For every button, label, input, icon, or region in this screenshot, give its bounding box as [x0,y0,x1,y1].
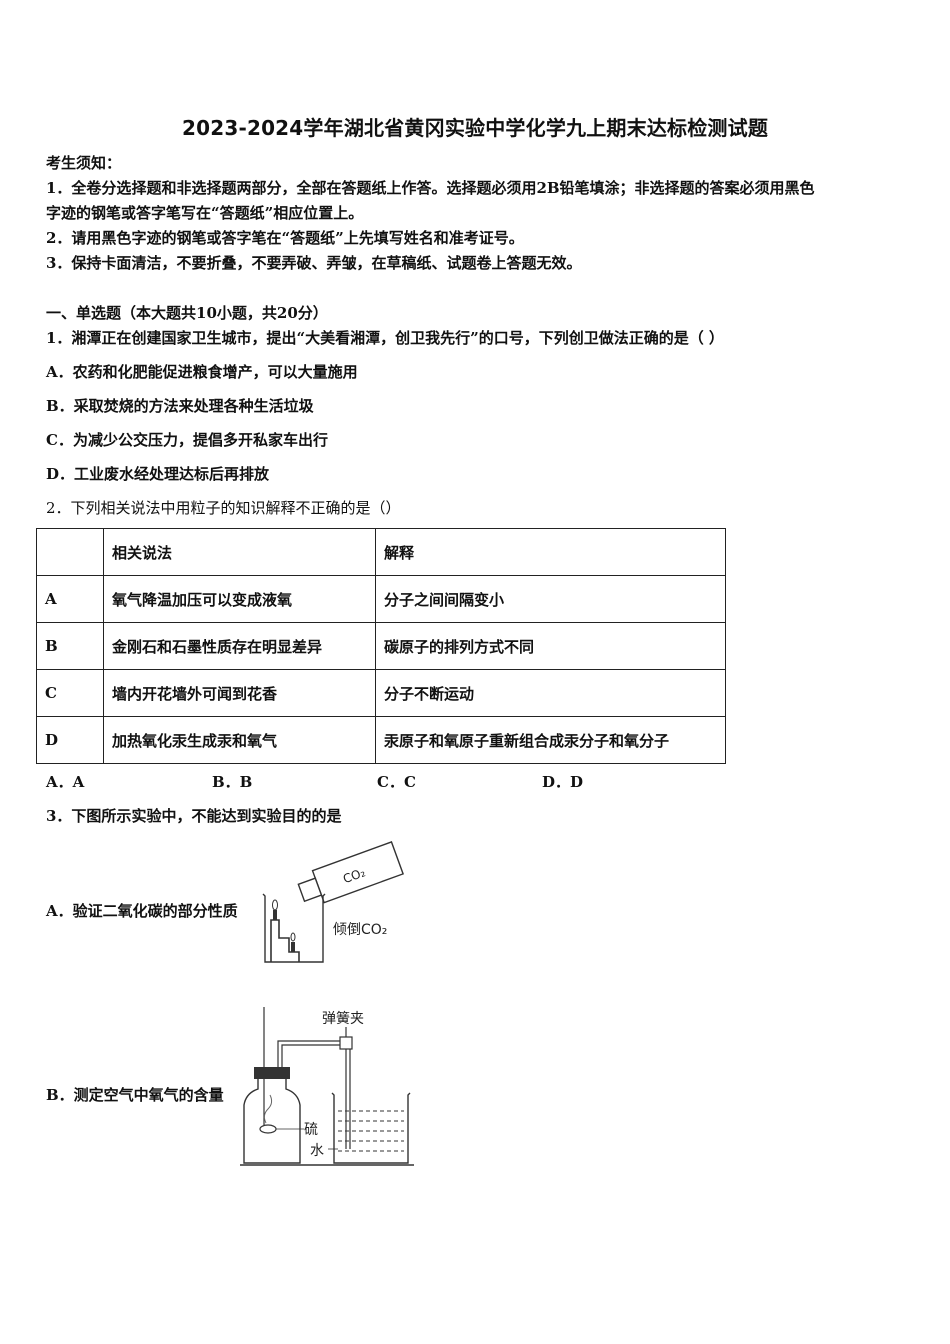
q2-option-c: C．C [377,773,416,791]
table-row: C 墙内开花墙外可闻到花香 分子不断运动 [36,669,726,717]
water-beaker [331,1092,411,1164]
combustion-spoon-icon [259,1124,277,1134]
table-cell: 加热氧化汞生成汞和氧气 [103,716,376,764]
table-cell: C [36,669,104,717]
table-cell: 分子之间间隔变小 [375,575,726,623]
table-row: A 氧气降温加压可以变成液氧 分子之间间隔变小 [36,575,726,623]
rubber-stopper [254,1067,290,1079]
table-header-row: 相关说法 解释 [36,528,726,576]
notice-item-1-cont: 字迹的钢笔或答字笔写在“答题纸”相应位置上。 [46,204,364,222]
notice-item-2: 2．请用黑色字迹的钢笔或答字笔在“答题纸”上先填写姓名和准考证号。 [46,229,524,247]
section-heading: 一、单选题（本大题共10小题，共20分） [46,304,328,322]
notice-item-3: 3．保持卡面清洁，不要折叠，不要弄破、弄皱，在草稿纸、试题卷上答题无效。 [46,254,582,272]
table-cell: A [36,575,104,623]
page-title: 2023-2024学年湖北省黄冈实验中学化学九上期末达标检测试题 [181,116,769,140]
table-cell: 分子不断运动 [375,669,726,717]
q1-option-b: B．采取焚烧的方法来处理各种生活垃圾 [46,397,314,415]
smoke-icon [263,1094,273,1124]
table-row: D 加热氧化汞生成汞和氧气 汞原子和氧原子重新组合成汞分子和氧分子 [36,716,726,764]
table-cell: 汞原子和氧原子重新组合成汞分子和氧分子 [375,716,726,764]
q1-option-c: C．为减少公交压力，提倡多开私家车出行 [46,431,328,449]
q1-option-d: D．工业废水经处理达标后再排放 [46,465,270,483]
co2-bottle: CO₂ [297,841,404,904]
table-cell: B [36,622,104,670]
table-cell: 碳原子的排列方式不同 [375,622,726,670]
q3-option-a: A．验证二氧化碳的部分性质 [46,902,238,920]
clamp-label: 弹簧夹 [322,1011,364,1027]
notice-heading: 考生须知： [46,154,122,172]
co2-pouring-figure: CO₂ 倾倒CO₂ [262,841,404,963]
table-cell: D [36,716,104,764]
spring-clamp-icon [339,1036,353,1050]
upper-candle-icon [273,910,277,920]
q2-option-d: D．D [542,773,584,791]
q3-stem: 3．下图所示实验中，不能达到实验目的的是 [46,807,342,825]
lower-flame-icon [290,932,296,942]
table-row: B 金刚石和石墨性质存在明显差异 碳原子的排列方式不同 [36,622,726,670]
lower-candle-icon [291,942,295,952]
pour-caption: 倾倒CO₂ [333,922,387,938]
table-cell: 金刚石和石墨性质存在明显差异 [103,622,376,670]
table-header-cell: 解释 [375,528,726,576]
water-surface [338,1110,404,1152]
q2-option-a: A．A [46,773,85,791]
oxygen-measure-figure: 弹簧夹 硫 水 [240,1007,414,1166]
q3-option-b: B．测定空气中氧气的含量 [46,1086,224,1104]
table-header-cell [36,528,104,576]
q1-option-a: A．农药和化肥能促进粮食增产，可以大量施用 [46,363,358,381]
gas-bottle [243,1079,301,1164]
sulfur-label: 硫 [304,1122,318,1138]
q2-option-b: B．B [212,773,253,791]
q1-stem: 1．湘潭正在创建国家卫生城市，提出“大美看湘潭，创卫我先行”的口号，下列创卫做法… [46,329,724,347]
upper-flame-icon [272,899,278,911]
delivery-tube [277,1040,351,1149]
table-cell: 氧气降温加压可以变成液氧 [103,575,376,623]
table-header-cell: 相关说法 [103,528,376,576]
candle-stand [270,919,300,962]
beaker [262,893,326,963]
q2-table: 相关说法 解释 A 氧气降温加压可以变成液氧 分子之间间隔变小 B 金刚石和石墨… [36,528,726,764]
notice-item-1: 1．全卷分选择题和非选择题两部分，全部在答题纸上作答。选择题必须用2B铅笔填涂；… [46,179,815,197]
table-cell: 墙内开花墙外可闻到花香 [103,669,376,717]
water-label: 水 [310,1143,324,1159]
q2-stem: 2．下列相关说法中用粒子的知识解释不正确的是（） [46,499,401,517]
